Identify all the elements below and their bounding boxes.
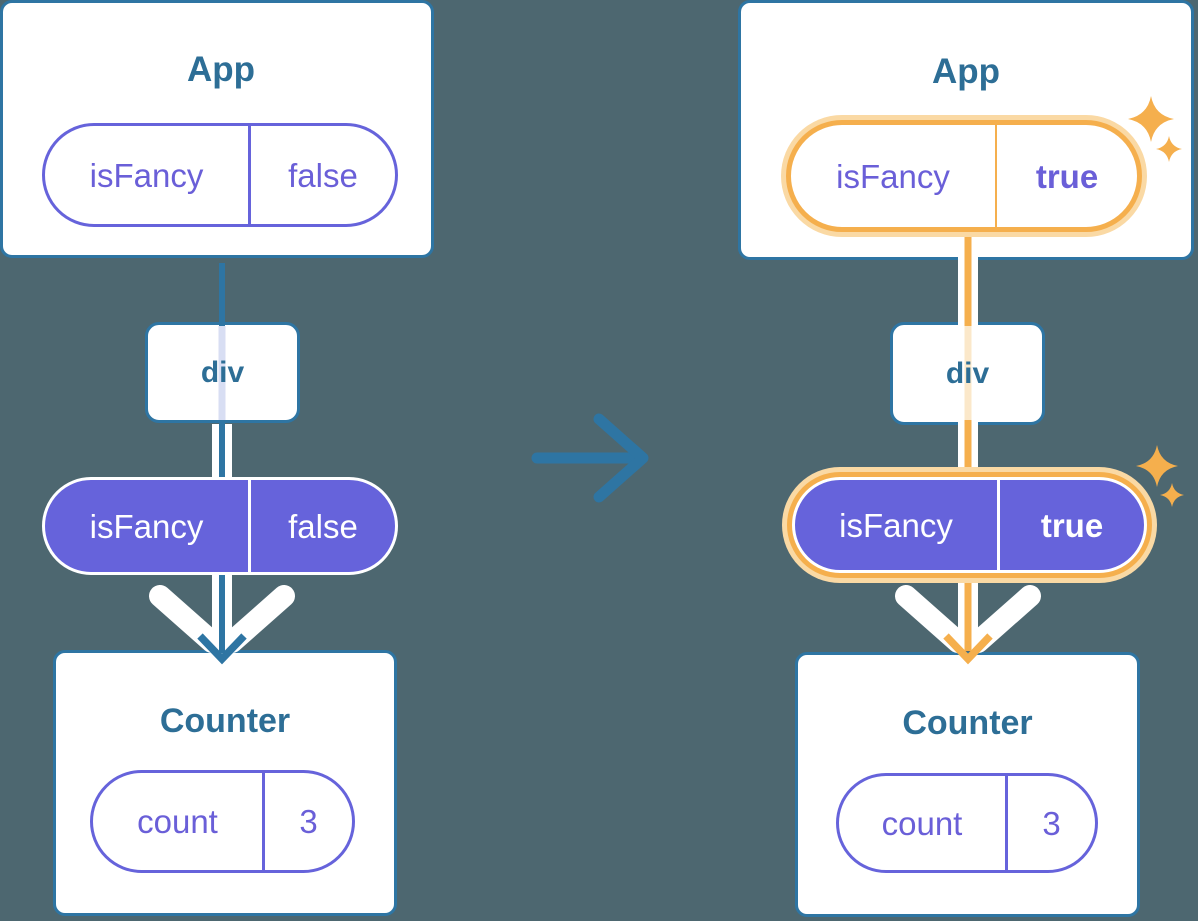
left-passed-prop-pill: isFancy false — [42, 477, 398, 575]
left-arrow-white-chevron-right-arm — [221, 585, 295, 653]
right-app-prop-pill-highlighted: isFancy true — [786, 120, 1142, 232]
right-arrow-white-chevron-left-arm — [895, 585, 969, 653]
left-counter-state-pill: count 3 — [90, 770, 355, 873]
pill-divider — [1005, 776, 1008, 870]
right-counter-state-pill: count 3 — [836, 773, 1098, 873]
left-app-title: App — [186, 50, 256, 89]
left-app-prop-pill: isFancy false — [42, 123, 398, 227]
pill-divider — [262, 773, 265, 870]
left-counter-title: Counter — [159, 702, 291, 740]
prop-name-cell: isFancy — [89, 156, 204, 194]
prop-value-cell: false — [288, 507, 358, 545]
state-value-cell: 3 — [1042, 804, 1061, 842]
state-value-cell: 3 — [299, 803, 318, 840]
right-passed-prop-pill-highlighted: isFancy true — [792, 477, 1147, 573]
prop-name-cell: isFancy — [89, 507, 204, 545]
pill-divider — [248, 126, 251, 224]
right-app-title: App — [931, 52, 1001, 91]
state-name-cell: count — [881, 804, 963, 842]
prop-value-cell: true — [1035, 157, 1099, 195]
right-arrow-white-chevron-right-arm — [967, 585, 1041, 653]
right-counter-title: Counter — [902, 704, 1033, 742]
prop-name-cell: isFancy — [836, 157, 950, 195]
pill-divider — [997, 480, 1000, 570]
transition-arrow-icon — [593, 413, 649, 503]
sparkle-icon-large-bottom — [1136, 445, 1178, 487]
pill-divider — [248, 480, 251, 572]
prop-value-cell: true — [1040, 506, 1104, 544]
left-div-label: div — [200, 355, 245, 389]
sparkle-icon-small-bottom — [1160, 483, 1184, 507]
prop-value-cell: false — [288, 156, 358, 194]
state-name-cell: count — [137, 803, 218, 840]
pill-divider — [995, 125, 997, 227]
left-arrow-white-chevron-left-arm — [149, 585, 223, 653]
right-div-label: div — [945, 356, 990, 390]
prop-name-cell: isFancy — [839, 506, 953, 544]
